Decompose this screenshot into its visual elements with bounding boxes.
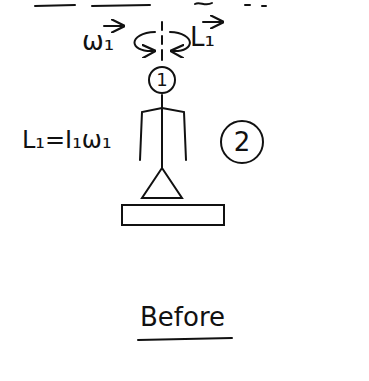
scribble xyxy=(195,3,212,4)
rotation-arrow xyxy=(170,32,190,51)
node-text: 1 xyxy=(156,71,167,89)
rotation-axis xyxy=(161,22,163,60)
node-text: 2 xyxy=(234,129,251,155)
platform xyxy=(122,205,224,225)
text-label: Before xyxy=(140,304,225,330)
text-label: L₁=I₁ω₁ xyxy=(22,128,112,152)
scribble xyxy=(245,5,266,6)
body-line xyxy=(161,95,163,168)
text-label: L₁ xyxy=(190,24,215,50)
vector-arrow xyxy=(104,25,122,27)
scribble xyxy=(92,5,150,6)
vector-arrow xyxy=(203,21,221,23)
scribble xyxy=(35,5,75,6)
underline xyxy=(138,338,232,340)
circled-number: 1 xyxy=(148,66,176,94)
rotation-arrow xyxy=(134,32,155,51)
text-label: ω₁ xyxy=(82,28,114,54)
arm-line xyxy=(140,108,162,160)
leg-line xyxy=(142,168,182,198)
circled-number: 2 xyxy=(220,120,264,164)
arm-line xyxy=(162,108,186,160)
